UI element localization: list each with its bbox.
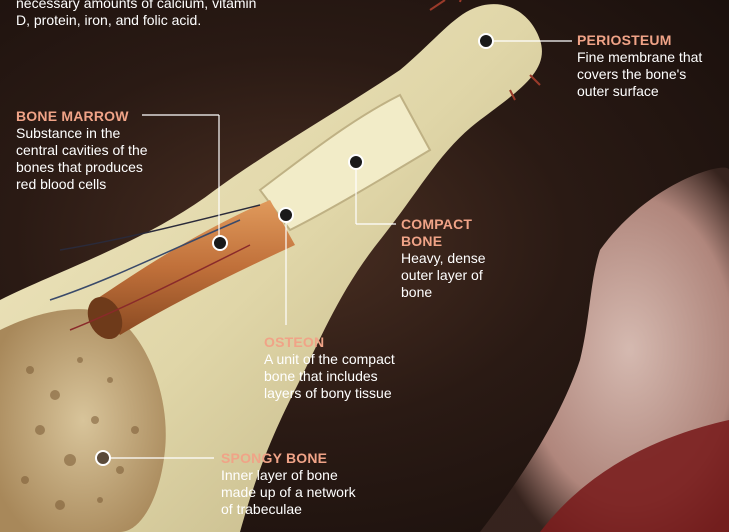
osteon-title: OSTEON (264, 334, 439, 351)
callout-osteon: OSTEON A unit of the compact bone that i… (264, 334, 439, 402)
periosteum-marker (479, 34, 493, 48)
osteon-desc-line: A unit of the compact (264, 351, 439, 368)
bone-marrow-desc-line: Substance in the (16, 125, 196, 142)
spongy-bone-title: SPONGY BONE (221, 450, 401, 467)
intro-line: D, protein, iron, and folic acid. (16, 12, 346, 29)
compact-bone-desc-line: bone (401, 284, 511, 301)
callout-compact-bone: COMPACT BONE Heavy, dense outer layer of… (401, 216, 511, 301)
bone-marrow-title: BONE MARROW (16, 108, 196, 125)
bone-marrow-desc-line: central cavities of the (16, 142, 196, 159)
osteon-marker (279, 208, 293, 222)
spongy-bone-marker (96, 451, 110, 465)
callout-bone-marrow: BONE MARROW Substance in the central cav… (16, 108, 196, 193)
bone-marrow-desc-line: bones that produces (16, 159, 196, 176)
intro-line: necessary amounts of calcium, vitamin (16, 0, 346, 12)
bone-marrow-marker (213, 236, 227, 250)
periosteum-desc-line: outer surface (577, 83, 727, 100)
callout-spongy-bone: SPONGY BONE Inner layer of bone made up … (221, 450, 401, 518)
osteon-desc-line: layers of bony tissue (264, 385, 439, 402)
compact-bone-title: COMPACT (401, 216, 511, 233)
intro-text: necessary amounts of calcium, vitamin D,… (16, 0, 346, 29)
spongy-bone-desc-line: Inner layer of bone (221, 467, 401, 484)
callout-periosteum: PERIOSTEUM Fine membrane that covers the… (577, 32, 727, 100)
compact-bone-title: BONE (401, 233, 511, 250)
periosteum-desc-line: Fine membrane that (577, 49, 727, 66)
bone-marrow-desc-line: red blood cells (16, 176, 196, 193)
spongy-bone-desc-line: made up of a network (221, 484, 401, 501)
osteon-desc-line: bone that includes (264, 368, 439, 385)
periosteum-desc-line: covers the bone's (577, 66, 727, 83)
compact-bone-marker (349, 155, 363, 169)
background-hand (480, 168, 729, 532)
compact-bone-desc-line: Heavy, dense (401, 250, 511, 267)
periosteum-title: PERIOSTEUM (577, 32, 727, 49)
spongy-bone-desc-line: of trabeculae (221, 501, 401, 518)
compact-bone-desc-line: outer layer of (401, 267, 511, 284)
